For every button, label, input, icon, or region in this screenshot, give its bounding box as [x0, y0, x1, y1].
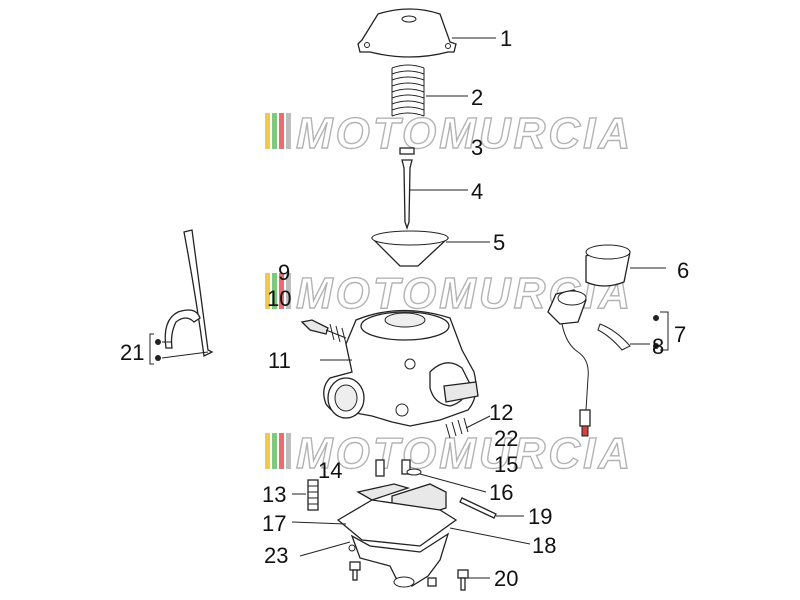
callout-6: 6	[677, 258, 689, 283]
part-main-jet	[307, 479, 319, 511]
part-choke-clip	[597, 323, 631, 351]
callout-7: 7	[674, 322, 686, 347]
callout-14: 14	[318, 458, 342, 483]
watermark-1: MOTOMURCIA	[265, 108, 633, 159]
callout-23: 23	[264, 543, 288, 568]
callout-22: 22	[494, 426, 518, 451]
callout-21: 21	[120, 340, 144, 365]
watermark-text-3: MOTOMURCIA	[296, 429, 633, 478]
part-float-pin	[459, 497, 497, 519]
callout-4: 4	[471, 179, 483, 204]
part-rubber-sleeve	[585, 244, 631, 287]
callout-15: 15	[494, 452, 518, 477]
callout-19: 19	[528, 504, 552, 529]
callout-16: 16	[489, 480, 513, 505]
callout-12: 12	[489, 400, 513, 425]
callout-18: 18	[532, 533, 556, 558]
callout-5: 5	[493, 230, 505, 255]
part-idle-screw	[300, 319, 347, 345]
callout-8: 8	[652, 334, 664, 359]
watermark-text-1: MOTOMURCIA	[296, 109, 633, 158]
callout-1: 1	[500, 26, 512, 51]
watermark-3: MOTOMURCIA	[265, 428, 633, 479]
callout-9: 9	[278, 260, 290, 285]
part-fuel-hose	[164, 229, 214, 357]
part-pilot-jet	[375, 459, 411, 477]
part-spring	[391, 64, 425, 117]
part-carburetor-body	[323, 309, 479, 427]
callout-20: 20	[494, 566, 518, 591]
part-float-bowl	[336, 499, 458, 588]
part-needle	[401, 159, 413, 231]
part-needle-holder	[399, 147, 415, 155]
callout-13: 13	[262, 482, 286, 507]
part-top-cover	[357, 8, 457, 58]
part-auto-choke	[547, 289, 591, 437]
part-small-spring	[445, 417, 469, 439]
callout-10: 10	[267, 286, 291, 311]
part-bowl-screw	[349, 561, 469, 591]
callout-3: 3	[471, 135, 483, 160]
callout-2: 2	[471, 85, 483, 110]
callout-17: 17	[262, 511, 286, 536]
part-diaphragm	[370, 230, 450, 267]
callout-11: 11	[268, 348, 291, 373]
part-float-needle	[406, 468, 422, 476]
